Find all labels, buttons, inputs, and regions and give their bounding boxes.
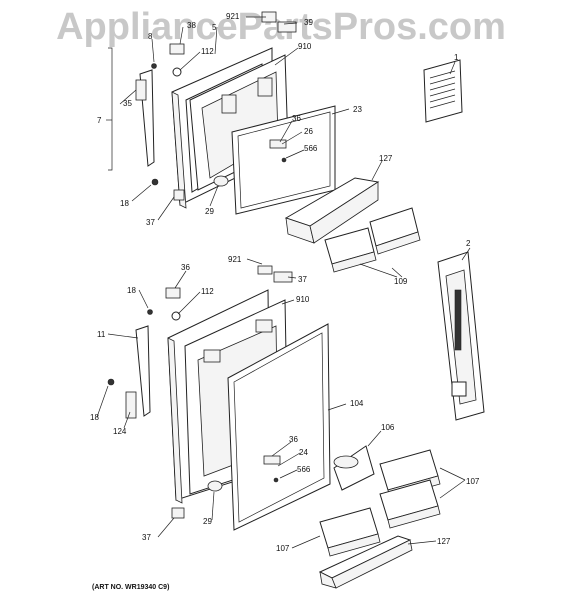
callout-124: 124	[113, 427, 127, 436]
callout-112-top: 112	[201, 47, 214, 56]
fresh-food-bin-left	[319, 507, 381, 557]
fresh-food-bins-right	[379, 449, 441, 529]
callout-5: 5	[212, 23, 217, 32]
callout-29-bot: 29	[203, 517, 212, 526]
art-number: (ART NO. WR19340 C9)	[92, 584, 169, 591]
callout-921-top: 921	[226, 12, 240, 21]
callout-2: 2	[466, 239, 471, 248]
callout-36-mid: 36	[181, 263, 190, 272]
callout-11: 11	[97, 330, 106, 339]
fresh-food-hinge-parts	[147, 265, 293, 321]
callout-106: 106	[381, 423, 395, 432]
callout-8: 8	[148, 32, 153, 41]
callout-566-top: 566	[304, 144, 318, 153]
callout-921-bot: 921	[228, 255, 242, 264]
dairy-compartment	[333, 445, 375, 491]
freezer-handle	[135, 69, 229, 201]
callout-35: 35	[123, 99, 132, 108]
freezer-hinge-parts	[151, 11, 297, 77]
callout-26: 26	[304, 127, 313, 136]
callout-910-mid: 910	[296, 295, 310, 304]
callout-38: 38	[187, 21, 196, 30]
callout-37-top: 37	[146, 218, 155, 227]
leader-lines	[96, 16, 471, 549]
callout-127-bot: 127	[437, 537, 451, 546]
fresh-food-door-panel	[437, 251, 485, 421]
callout-112-mid: 112	[201, 287, 214, 296]
freezer-hinge-cover	[269, 139, 287, 163]
callout-23: 23	[353, 105, 362, 114]
callout-566-low: 566	[297, 465, 311, 474]
callout-18-top: 18	[120, 199, 129, 208]
callout-104: 104	[350, 399, 364, 408]
callout-37-bot: 37	[142, 533, 151, 542]
callout-36-top: 36	[292, 114, 301, 123]
callout-910-top: 910	[298, 42, 312, 51]
freezer-door-bins	[324, 207, 421, 273]
callout-127-top: 127	[379, 154, 393, 163]
callout-labels: 921 38 5 39 8 112 910 35 7 23 36 26 566 …	[90, 12, 480, 591]
callout-18-low: 18	[90, 413, 99, 422]
callout-39: 39	[304, 18, 313, 27]
callout-7: 7	[97, 116, 102, 125]
callout-107-left: 107	[276, 544, 290, 553]
fresh-food-door-gasket	[227, 323, 331, 531]
callout-37-mid: 37	[298, 275, 307, 284]
callout-18-mid: 18	[127, 286, 136, 295]
callout-1: 1	[454, 53, 459, 62]
freezer-door-shelf	[284, 177, 380, 244]
fresh-food-handle	[107, 325, 223, 519]
callout-107-right: 107	[466, 477, 480, 486]
callout-36-low: 36	[289, 435, 298, 444]
callout-29-top: 29	[205, 207, 214, 216]
callout-24: 24	[299, 448, 308, 457]
owner-manual	[423, 59, 463, 123]
fresh-food-shelf	[318, 535, 413, 589]
callout-109: 109	[394, 277, 408, 286]
